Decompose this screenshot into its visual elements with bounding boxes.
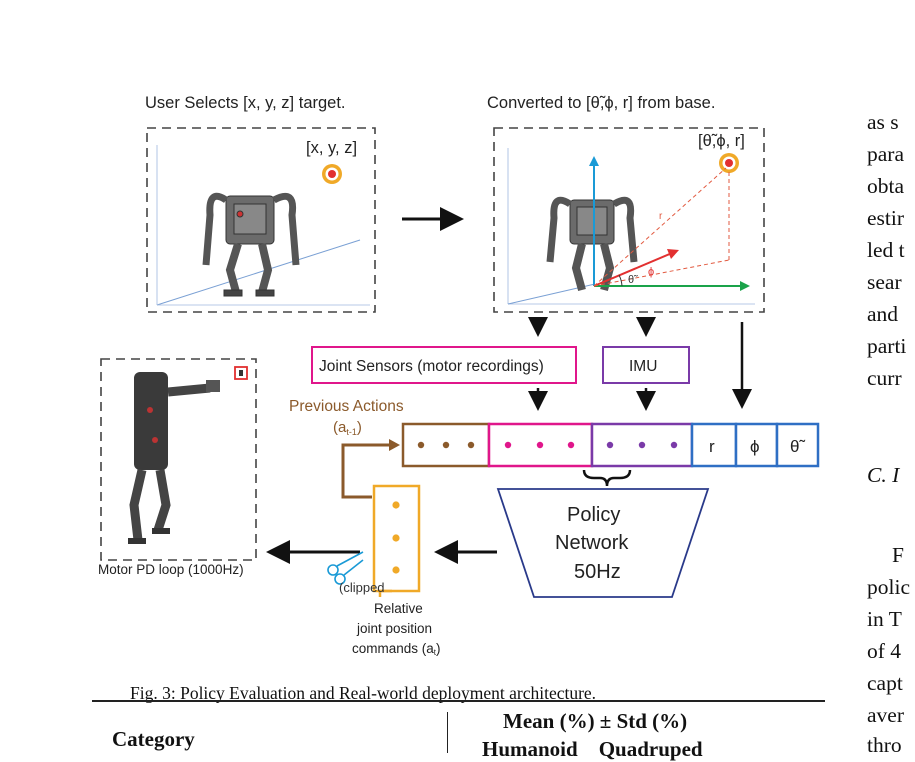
left-coord-label: [x, y, z] xyxy=(306,139,357,157)
architecture-figure: User Selects [x, y, z] target. [x, y, z]… xyxy=(98,94,820,657)
obs-r-cell xyxy=(690,422,738,468)
left-target-panel xyxy=(146,127,376,313)
feedback-loop-arrow xyxy=(341,443,392,499)
text-line: in T xyxy=(867,607,902,631)
humanoid-robot-icon xyxy=(202,192,300,297)
text-line: led t xyxy=(867,238,905,262)
obs-theta-cell xyxy=(775,422,820,468)
phi-label: ϕ xyxy=(648,266,654,278)
caption-rule xyxy=(92,700,825,702)
relative-line-1: Relative xyxy=(374,601,423,616)
text-line: para xyxy=(867,142,904,166)
text-line: F xyxy=(892,543,904,567)
text-line: sear xyxy=(867,270,902,294)
obs-phi-label: ϕ xyxy=(750,437,760,456)
right-column-text: as s para obta estir led t sear and part… xyxy=(862,0,915,753)
text-line: and xyxy=(867,302,899,326)
relative-line-3: commands (at) xyxy=(352,641,441,657)
policy-network-box xyxy=(496,488,710,598)
right-coord-label: [θ̃,ϕ, r] xyxy=(698,132,745,150)
clipped-label: (clipped xyxy=(339,580,385,595)
text-line: of 4 xyxy=(867,639,902,663)
imu-box xyxy=(602,346,690,384)
previous-actions-label: Previous Actions xyxy=(289,398,404,415)
joint-sensors-box xyxy=(311,346,577,384)
motor-pd-panel xyxy=(100,358,257,561)
right-panel-title: Converted to [θ̃,ϕ, r] from base. xyxy=(487,94,715,112)
target-icon-left xyxy=(322,164,342,184)
text-line: aver xyxy=(867,703,904,727)
relative-line-2: joint position xyxy=(356,621,432,636)
policy-line-2: Network xyxy=(555,532,629,554)
table-header-category: Category xyxy=(112,727,195,751)
target-marker-icon xyxy=(234,366,248,380)
text-line: curr xyxy=(867,366,902,390)
text-line: capt xyxy=(867,671,903,695)
policy-line-3: 50Hz xyxy=(574,561,621,583)
text-line: as s xyxy=(867,110,899,134)
text-line: parti xyxy=(867,334,907,358)
imu-brace xyxy=(582,469,632,487)
direction-arrow xyxy=(593,252,673,287)
motor-pd-label: Motor PD loop (1000Hz) xyxy=(98,562,244,577)
previous-actions-symbol: (at-1) xyxy=(333,419,362,437)
right-converted-panel xyxy=(493,127,765,313)
target-icon-right xyxy=(719,153,739,173)
text-line: estir xyxy=(867,206,905,230)
theta-label: θ̃ xyxy=(628,274,638,286)
text-line: thro xyxy=(867,733,902,753)
table-header-mean-std: Mean (%) ± Std (%) xyxy=(503,709,688,733)
figure-caption: Fig. 3: Policy Evaluation and Real-world… xyxy=(130,683,597,703)
obs-r-label: r xyxy=(709,437,715,456)
relative-subscript: t xyxy=(434,648,437,657)
joint-sensors-label: Joint Sensors (motor recordings) xyxy=(319,358,544,375)
left-panel-title: User Selects [x, y, z] target. xyxy=(145,94,346,112)
observation-vector: r ϕ θ̃ xyxy=(401,422,820,468)
previous-actions-subscript: t-1 xyxy=(346,427,357,437)
imu-label: IMU xyxy=(629,358,657,375)
policy-line-1: Policy xyxy=(567,504,620,526)
table-header-subcolumns: Humanoid Quadruped xyxy=(482,737,703,761)
scissors-icon xyxy=(327,551,364,585)
r-label: r xyxy=(659,211,663,222)
text-line: obta xyxy=(867,174,905,198)
text-line: polic xyxy=(867,575,910,599)
quadruped-robot-icon xyxy=(128,372,220,544)
table-column-divider xyxy=(447,712,448,753)
humanoid-robot-icon xyxy=(546,196,638,292)
section-heading: C. I xyxy=(867,463,900,487)
